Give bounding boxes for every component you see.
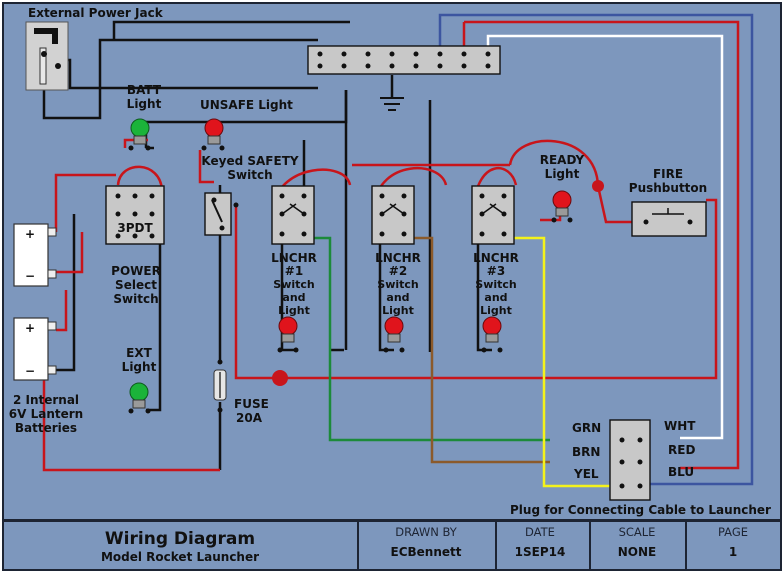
battery-upper xyxy=(13,223,57,287)
label-lnchr3-3: Switch xyxy=(475,278,516,291)
label-power-select-2: Select xyxy=(115,278,157,292)
page-label: PAGE xyxy=(718,525,748,539)
external-power-jack xyxy=(25,21,69,91)
power-select-switch xyxy=(105,185,165,245)
label-3pdt: 3PDT xyxy=(117,221,153,235)
page-value: 1 xyxy=(729,545,737,559)
drawn-by-label: DRAWN BY xyxy=(395,525,458,539)
drawn-by-value: ECBennett xyxy=(391,545,462,559)
label-lnchr1-2: #1 xyxy=(285,264,303,278)
lnchr3-switch xyxy=(471,185,515,245)
lnchr2-light-lamp xyxy=(383,316,405,353)
lnchr1-switch xyxy=(271,185,315,245)
wires-blue xyxy=(438,13,754,486)
fire-pushbutton xyxy=(631,201,707,237)
title-block: Wiring Diagram Model Rocket Launcher DRA… xyxy=(2,520,782,571)
label-wire-yel: YEL xyxy=(573,467,599,481)
label-lnchr2-3: Switch xyxy=(377,278,418,291)
wires-yellow xyxy=(510,236,610,488)
label-power-select-1: POWER xyxy=(111,264,161,278)
label-lnchr2-1: LNCHR xyxy=(375,251,421,265)
label-wire-brn: BRN xyxy=(572,445,600,459)
label-power-select-3: Switch xyxy=(113,292,158,306)
title-block-title: Wiring Diagram xyxy=(105,529,255,549)
launcher-plug xyxy=(609,419,651,501)
ready-light-lamp xyxy=(551,190,573,223)
label-batt-light-2: Light xyxy=(127,97,162,111)
wires-brown xyxy=(412,236,550,464)
title-block-subtitle: Model Rocket Launcher xyxy=(101,550,259,564)
label-batteries-3: Batteries xyxy=(15,421,77,435)
label-lnchr2: LNCHR #2 Switch and Light xyxy=(375,251,421,317)
label-ext-light-1: EXT xyxy=(126,346,152,360)
label-unsafe-light: UNSAFE Light xyxy=(200,98,293,112)
keyed-safety-switch xyxy=(204,192,239,236)
label-lnchr1: LNCHR #1 Switch and Light xyxy=(271,251,317,317)
label-fire-2: Pushbutton xyxy=(629,181,707,195)
label-lnchr1-4: and xyxy=(282,291,305,304)
label-wire-wht: WHT xyxy=(664,419,696,433)
lnchr3-light-lamp xyxy=(481,316,503,353)
unsafe-light-lamp xyxy=(201,118,225,151)
label-external-power-jack: External Power Jack xyxy=(28,6,164,20)
scale-value: NONE xyxy=(618,545,656,559)
label-keyed-safety-2: Switch xyxy=(227,168,272,182)
label-wire-red: RED xyxy=(668,443,695,457)
label-ready-light-2: Light xyxy=(545,167,580,181)
label-lnchr1-5: Light xyxy=(278,304,310,317)
date-value: 1SEP14 xyxy=(515,545,566,559)
wires-green xyxy=(312,236,550,442)
terminal-strip xyxy=(307,45,501,75)
label-batteries-2: 6V Lantern xyxy=(9,407,83,421)
label-lnchr1-1: LNCHR xyxy=(271,251,317,265)
label-keyed-safety-1: Keyed SAFETY xyxy=(201,154,298,168)
lnchr2-switch xyxy=(371,185,415,245)
battery-lower xyxy=(13,317,57,381)
main-junction-dot xyxy=(272,370,288,386)
label-lnchr2-2: #2 xyxy=(389,264,407,278)
label-lnchr2-4: and xyxy=(386,291,409,304)
batt-light-lamp xyxy=(128,118,151,151)
wires-white xyxy=(486,34,724,440)
label-batteries-1: 2 Internal xyxy=(13,393,79,407)
label-lnchr2-5: Light xyxy=(382,304,414,317)
lnchr1-light-lamp xyxy=(277,316,299,353)
label-fuse-2: 20A xyxy=(236,411,263,425)
label-ext-light-2: Light xyxy=(122,360,157,374)
label-fuse-1: FUSE xyxy=(234,397,269,411)
date-label: DATE xyxy=(525,525,555,539)
label-lnchr3: LNCHR #3 Switch and Light xyxy=(473,251,519,317)
fuse-20a xyxy=(213,359,227,413)
label-plug: Plug for Connecting Cable to Launcher xyxy=(510,503,771,517)
battery-upper-plus: + xyxy=(25,227,35,241)
label-lnchr3-4: and xyxy=(484,291,507,304)
battery-upper-minus: − xyxy=(25,269,35,283)
label-lnchr1-3: Switch xyxy=(273,278,314,291)
scale-label: SCALE xyxy=(619,525,656,539)
ready-junction-dot xyxy=(592,180,604,192)
battery-lower-minus: − xyxy=(25,364,35,378)
label-ready-light-1: READY xyxy=(540,153,585,167)
label-fire-1: FIRE xyxy=(653,167,683,181)
ext-light-lamp xyxy=(128,382,151,414)
label-batt-light-1: BATT xyxy=(127,83,162,97)
label-wire-grn: GRN xyxy=(572,421,601,435)
label-lnchr3-1: LNCHR xyxy=(473,251,519,265)
battery-lower-plus: + xyxy=(25,321,35,335)
label-lnchr3-5: Light xyxy=(480,304,512,317)
label-wire-blu: BLU xyxy=(668,465,694,479)
label-lnchr3-2: #3 xyxy=(487,264,505,278)
ground-symbol xyxy=(380,97,404,111)
wires-red xyxy=(42,20,740,472)
